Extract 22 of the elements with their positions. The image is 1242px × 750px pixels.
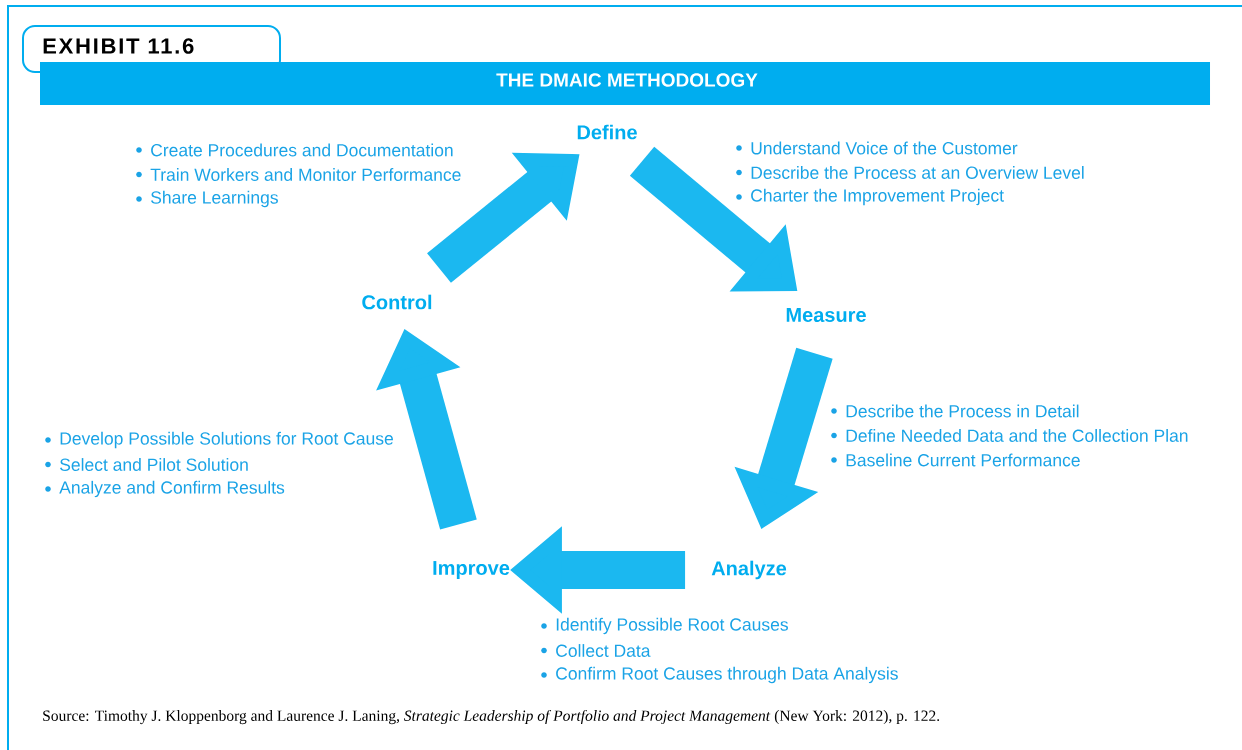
bullet-item: Analyze and Confirm Results	[59, 480, 285, 498]
bullet-item: Select and Pilot Solution	[60, 458, 248, 471]
title-banner: THE DMAIC METHODOLOGY	[40, 62, 1210, 105]
stage-label: Analyze	[711, 560, 787, 580]
stage-label: Control	[362, 294, 432, 310]
bullet-item: Share Learnings	[151, 190, 278, 208]
source-note: Source: Timothy J. Kloppenborg and Laurence J. Laning, Strategic Leadership of Portfolio and Project Management (New York: 2012), p. 122.	[43, 709, 940, 725]
bullet-item: Understand Voice of the Customer	[751, 141, 1018, 155]
stage-label: Improve	[433, 561, 510, 579]
bullet-item: Baseline Current Performance	[846, 453, 1080, 467]
bullet-item: Define Needed Data and the Collection Plan	[846, 429, 1188, 442]
bullet-item: Describe the Process in Detail	[846, 404, 1079, 418]
bullet-item: Describe the Process at an Overview Level	[751, 166, 1084, 179]
bullet-item: Identify Possible Root Causes	[556, 617, 788, 635]
stage-label: Measure	[786, 308, 866, 322]
stage-label: Define	[577, 124, 637, 140]
bullet-item: Collect Data	[556, 644, 651, 657]
bullet-item: Create Procedures and Documentation	[151, 143, 453, 157]
bullet-item: Charter the Improvement Project	[751, 188, 1004, 206]
bullet-item: Confirm Root Causes through Data Analysis	[556, 666, 898, 684]
bullet-item: Train Workers and Monitor Performance	[150, 168, 461, 181]
bullet-item: Develop Possible Solutions for Root Cause	[60, 431, 393, 449]
